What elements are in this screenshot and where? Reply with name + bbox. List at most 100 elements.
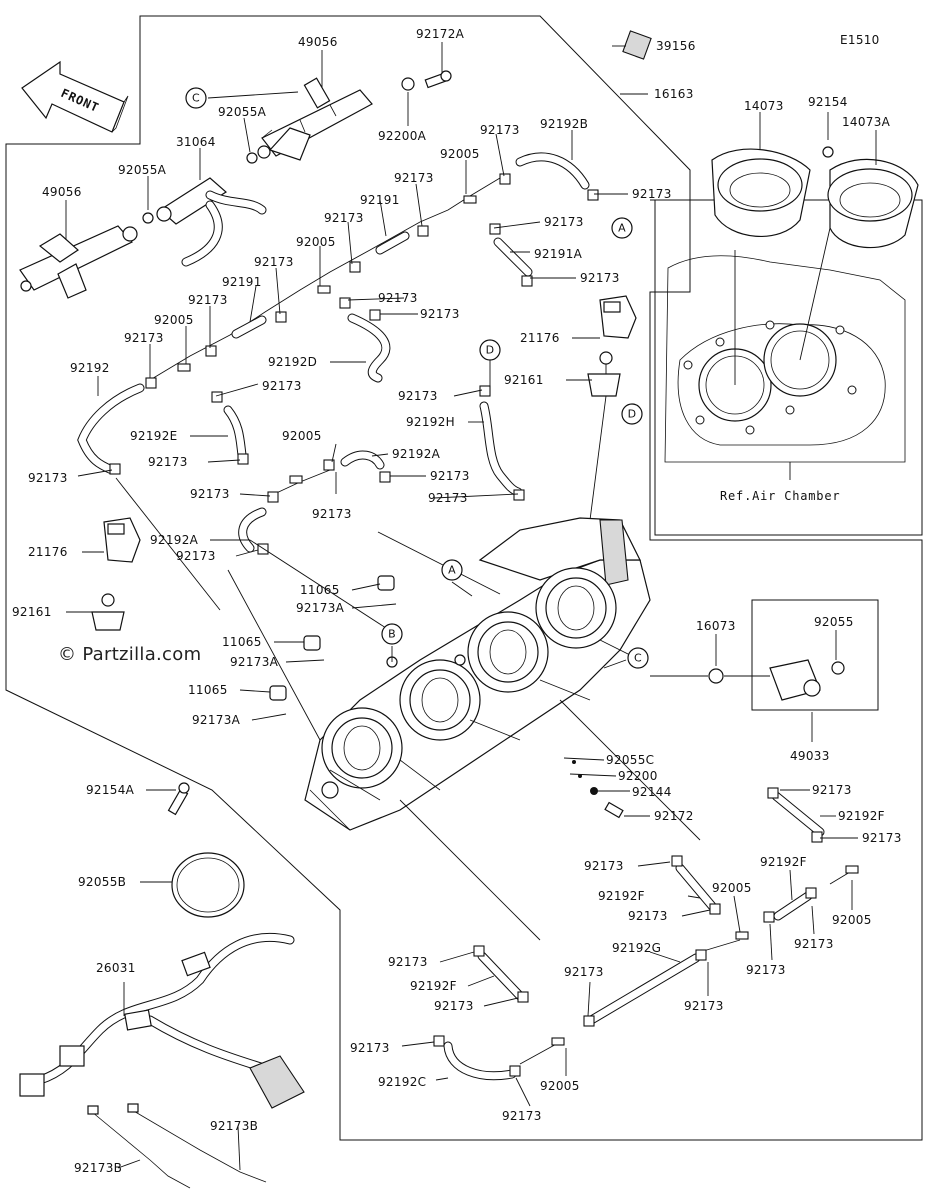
label-92173-u2: 92173 (394, 171, 434, 185)
leader-lines (65, 42, 858, 1171)
label-92154A: 92154A (86, 783, 135, 797)
label-92173-m2: 92173 (28, 471, 68, 485)
label-92161-lower: 92161 (12, 605, 52, 619)
label-92144: 92144 (632, 785, 672, 799)
label-92173-l1: 92173 (812, 783, 852, 797)
label-21176-upper: 21176 (520, 331, 560, 345)
label-92173-m4: 92173 (190, 487, 230, 501)
ref-circle-b: B (381, 623, 403, 645)
label-31064: 31064 (176, 135, 216, 149)
label-92173-l3: 92173 (584, 859, 624, 873)
label-92161-upper: 92161 (504, 373, 544, 387)
label-92173-u11: 92173 (124, 331, 164, 345)
label-92192C: 92192C (378, 1075, 426, 1089)
ref-circle-c-1: C (185, 87, 207, 109)
svg-text:D: D (486, 344, 495, 357)
label-92173-l5: 92173 (794, 937, 834, 951)
label-11065-1: 11065 (300, 583, 340, 597)
label-92173-l8: 92173 (746, 963, 786, 977)
o-ring-92055B (171, 852, 245, 918)
label-92173-u5: 92173 (324, 211, 364, 225)
label-92005-l2: 92005 (832, 913, 872, 927)
label-26031: 26031 (96, 961, 136, 975)
label-92173-u4: 92173 (544, 215, 584, 229)
label-92192F-4: 92192F (410, 979, 457, 993)
part-39156 (622, 30, 652, 60)
label-92173-l2: 92173 (862, 831, 902, 845)
map-sensor-upper (587, 295, 637, 521)
label-92173A-2: 92173A (230, 655, 279, 669)
label-92173-u6: 92173 (254, 255, 294, 269)
label-92173A-3: 92173A (192, 713, 241, 727)
label-92173-u12: 92173 (262, 379, 302, 393)
label-92173-u7: 92173 (580, 271, 620, 285)
label-92173-m3: 92173 (430, 469, 470, 483)
label-49033: 49033 (790, 749, 830, 763)
front-arrow-icon: FRONT (21, 60, 129, 133)
part-labels: 49056 92172A 39156 16163 92055A 92200A 3… (12, 27, 902, 1175)
fuel-rail-lower (19, 225, 138, 299)
svg-text:A: A (618, 222, 626, 235)
o-ring-92055A-lower (142, 212, 154, 224)
bolt-92172A (424, 70, 452, 89)
svg-text:A: A (448, 564, 456, 577)
label-92192B: 92192B (540, 117, 588, 131)
label-92173-l12: 92173 (502, 1109, 542, 1123)
label-92005-u1: 92005 (440, 147, 480, 161)
cable-ties-92173B (87, 1103, 267, 1189)
label-92173-m6: 92173 (312, 507, 352, 521)
label-92192: 92192 (70, 361, 110, 375)
label-92154: 92154 (808, 95, 848, 109)
label-92173-l7: 92173 (564, 965, 604, 979)
air-chamber-inset (654, 112, 923, 536)
label-92172A: 92172A (416, 27, 465, 41)
wiring-harness-26031 (19, 932, 305, 1109)
label-92192G: 92192G (612, 941, 661, 955)
label-92173-u10: 92173 (420, 307, 460, 321)
vacuum-hose-network-upper (77, 152, 599, 555)
washer-92200A (401, 77, 415, 91)
diagram-code: E1510 (840, 33, 880, 47)
label-92173-l9: 92173 (684, 999, 724, 1013)
label-92192F-3: 92192F (598, 889, 645, 903)
label-92192F-2: 92192F (760, 855, 807, 869)
ref-circle-d-2: D (621, 403, 643, 425)
label-92200A: 92200A (378, 129, 427, 143)
ref-circle-d-1: D (479, 339, 501, 361)
label-92173-l11: 92173 (350, 1041, 390, 1055)
fuel-rail-upper (257, 77, 373, 161)
screw-set (572, 760, 624, 819)
cap-11065-1 (377, 575, 395, 591)
fuel-hose-31064 (156, 177, 267, 267)
ref-circle-a-1: A (611, 217, 633, 239)
label-92200: 92200 (618, 769, 658, 783)
label-14073: 14073 (744, 99, 784, 113)
label-92173B-2: 92173B (74, 1161, 122, 1175)
label-92055B: 92055B (78, 875, 126, 889)
throttle-body-assembly (269, 517, 651, 831)
label-92192E: 92192E (130, 429, 178, 443)
label-49056-upper: 49056 (298, 35, 338, 49)
label-16163: 16163 (654, 87, 694, 101)
label-92173-u9: 92173 (188, 293, 228, 307)
label-49056-lower: 49056 (42, 185, 82, 199)
ref-air-chamber-label: Ref.Air Chamber (720, 489, 840, 503)
o-ring-92055A-upper (246, 152, 258, 164)
label-92173-m7: 92173 (176, 549, 216, 563)
label-92173-u3: 92173 (632, 187, 672, 201)
label-92192F-1: 92192F (838, 809, 885, 823)
label-92173A-1: 92173A (296, 601, 345, 615)
label-92005-l3: 92005 (540, 1079, 580, 1093)
label-92005-u2: 92005 (296, 235, 336, 249)
label-92173B-1: 92173B (210, 1119, 258, 1133)
label-92191-u: 92191 (360, 193, 400, 207)
label-92173-l6: 92173 (388, 955, 428, 969)
label-92192D: 92192D (268, 355, 317, 369)
label-92172: 92172 (654, 809, 694, 823)
label-92055: 92055 (814, 615, 854, 629)
injector-box-49033 (650, 599, 879, 711)
label-92173-u8: 92173 (378, 291, 418, 305)
label-92173-l10: 92173 (434, 999, 474, 1013)
screw-92154A (167, 782, 190, 816)
